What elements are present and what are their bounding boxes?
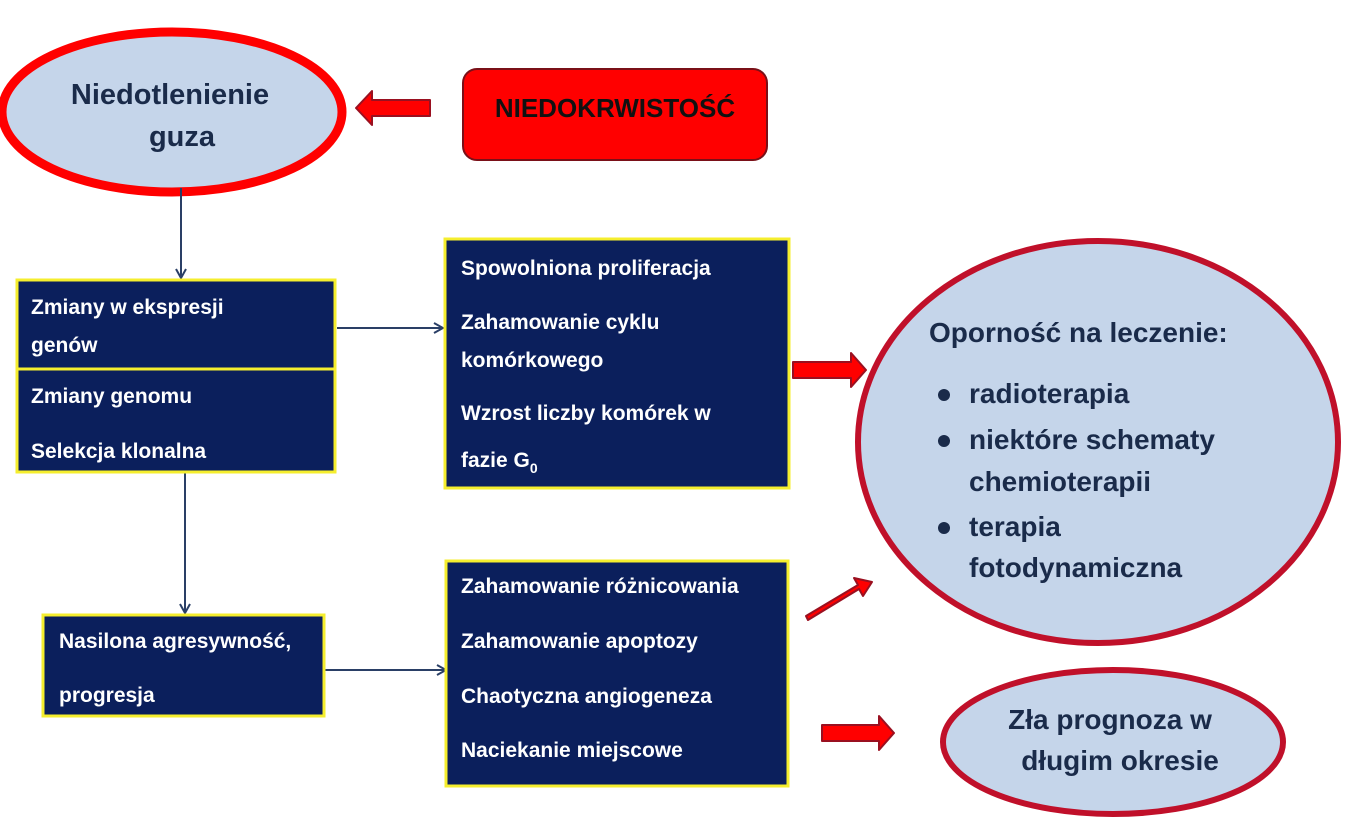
arrow-anemia-to-hypoxia xyxy=(355,90,431,126)
resistance-item-2-line1: niektóre schematy xyxy=(969,424,1215,455)
proliferation-phase-label: fazie G xyxy=(461,449,530,472)
aggressiveness-box xyxy=(41,613,326,718)
prognosis-node xyxy=(940,667,1286,817)
resistance-item-3-line1: terapia xyxy=(969,511,1061,542)
resistance-item-3-line2: fotodynamiczna xyxy=(969,552,1183,583)
inhibition-box xyxy=(444,559,790,788)
prognosis-line1: Zła prognoza w xyxy=(1008,704,1212,735)
resistance-item-2-line2: chemioterapii xyxy=(969,466,1151,497)
aggressiveness-line2: progresja xyxy=(59,684,155,707)
gene-changes-line1: Zmiany w ekspresji xyxy=(31,296,224,319)
gene-changes-line3: Zmiany genomu xyxy=(31,385,192,408)
resistance-item-1: radioterapia xyxy=(969,378,1130,409)
prognosis-line2: długim okresie xyxy=(1021,745,1219,776)
hypoxia-label-line1: Niedotlenienie xyxy=(71,79,269,111)
proliferation-line3: komórkowego xyxy=(461,349,603,372)
inhibition-line3: Chaotyczna angiogeneza xyxy=(461,685,712,708)
arrow-proliferation-to-resistance xyxy=(792,352,867,388)
proliferation-box xyxy=(443,237,791,490)
gene-changes-line2: genów xyxy=(31,334,98,357)
anemia-node xyxy=(462,68,768,161)
inhibition-line4: Naciekanie miejscowe xyxy=(461,739,683,762)
proliferation-line2: Zahamowanie cyklu xyxy=(461,311,659,334)
proliferation-line1: Spowolniona proliferacja xyxy=(461,257,711,280)
aggressiveness-line1: Nasilona agresywność, xyxy=(59,630,291,653)
resistance-node xyxy=(855,238,1341,646)
resistance-bullet-3 xyxy=(938,522,950,534)
anemia-label: NIEDOKRWISTOŚĆ xyxy=(495,93,736,123)
inhibition-line2: Zahamowanie apoptozy xyxy=(461,630,698,653)
resistance-bullet-2 xyxy=(938,435,950,447)
proliferation-line5: fazie G0 xyxy=(461,449,538,476)
resistance-bullet-1 xyxy=(938,389,950,401)
arrow-inhibition-to-prognosis xyxy=(821,715,895,751)
inhibition-line1: Zahamowanie różnicowania xyxy=(461,575,739,598)
hypoxia-node xyxy=(0,27,347,197)
proliferation-line4: Wzrost liczby komórek w xyxy=(461,402,711,425)
proliferation-phase-subscript: 0 xyxy=(530,460,538,476)
genome-changes-box xyxy=(15,367,337,474)
arrow-inhibition-to-resistance xyxy=(805,577,873,621)
hypoxia-label-line2: guza xyxy=(149,121,216,153)
resistance-title: Oporność na leczenie: xyxy=(929,317,1228,348)
gene-changes-line4: Selekcja klonalna xyxy=(31,440,206,463)
